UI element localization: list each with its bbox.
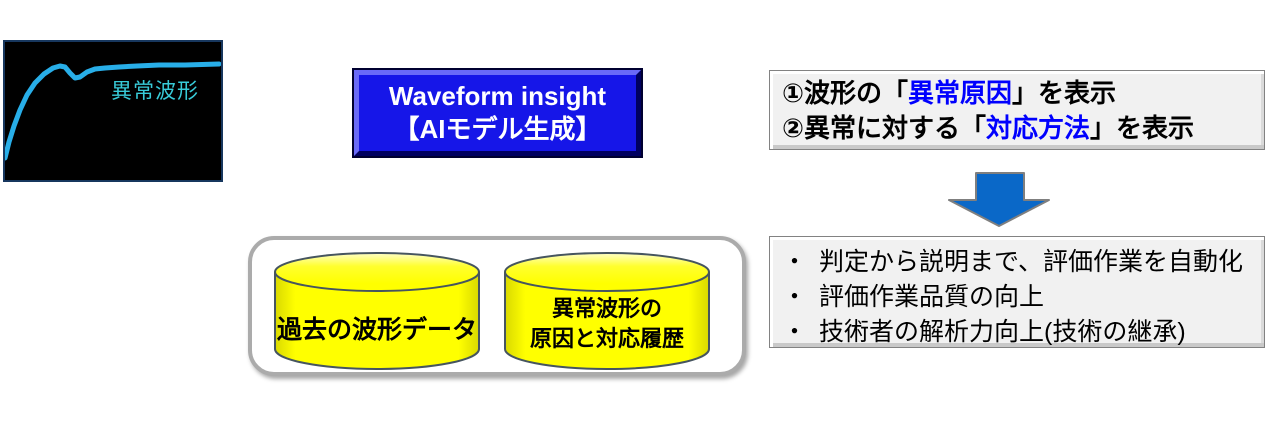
cylinder-body bbox=[274, 272, 480, 370]
waveform-panel: 異常波形 bbox=[3, 40, 223, 182]
output-description-box: ①波形の「異常原因」を表示 ②異常に対する「対応方法」を表示 bbox=[769, 70, 1265, 150]
bullet-icon: ・ bbox=[782, 318, 808, 346]
cylinder-top bbox=[274, 252, 480, 292]
output-line-2-pre: ②異常に対する「 bbox=[782, 113, 987, 143]
cylinder-causes-label-line1: 異常波形の bbox=[551, 296, 662, 321]
cylinder-shape bbox=[504, 252, 710, 370]
benefits-box: ・判定から説明まで、評価作業を自動化 ・評価作業品質の向上 ・技術者の解析力向上… bbox=[769, 236, 1265, 348]
ai-button-subtitle: 【AIモデル生成】 bbox=[393, 114, 602, 144]
waveform-curve bbox=[5, 61, 221, 161]
down-arrow bbox=[948, 172, 1050, 227]
ai-button-title: Waveform insight bbox=[388, 81, 607, 111]
cylinder-body bbox=[504, 272, 710, 370]
benefit-item-2: ・評価作業品質の向上 bbox=[782, 280, 1264, 315]
benefit-item-2-text: 評価作業品質の向上 bbox=[819, 283, 1045, 311]
waveform-label: 異常波形 bbox=[111, 80, 199, 103]
benefit-item-1-text: 判定から説明まで、評価作業を自動化 bbox=[819, 248, 1244, 276]
cylinder-causes-label-line2: 原因と対応履歴 bbox=[529, 326, 684, 351]
output-line-1-post: 」を表示 bbox=[1012, 78, 1117, 108]
cylinder-history-label: 過去の波形データ bbox=[276, 316, 477, 344]
output-line-2-highlight: 対応方法 bbox=[986, 113, 1091, 143]
cylinder-shape bbox=[274, 252, 480, 370]
cylinder-causes-label: 異常波形の 原因と対応履歴 bbox=[504, 294, 710, 354]
ai-model-button[interactable]: Waveform insight 【AIモデル生成】 bbox=[352, 68, 643, 158]
waveform-chart bbox=[5, 61, 221, 161]
output-line-1-pre: ①波形の「 bbox=[782, 78, 909, 108]
database-cylinder-history: 過去の波形データ bbox=[274, 252, 480, 370]
output-line-2-post: 」を表示 bbox=[1090, 113, 1195, 143]
benefit-item-1: ・判定から説明まで、評価作業を自動化 bbox=[782, 245, 1264, 280]
database-container: 過去の波形データ 異常波形の 原因と対応履歴 bbox=[248, 236, 746, 376]
benefit-item-3-text: 技術者の解析力向上(技術の継承) bbox=[819, 318, 1186, 346]
database-cylinder-causes: 異常波形の 原因と対応履歴 bbox=[504, 252, 710, 370]
output-line-2: ②異常に対する「対応方法」を表示 bbox=[782, 111, 1264, 146]
output-line-1: ①波形の「異常原因」を表示 bbox=[782, 76, 1264, 111]
cylinder-top bbox=[504, 252, 710, 292]
bullet-icon: ・ bbox=[782, 283, 808, 311]
output-line-1-highlight: 異常原因 bbox=[908, 78, 1013, 108]
benefit-item-3: ・技術者の解析力向上(技術の継承) bbox=[782, 315, 1264, 350]
bullet-icon: ・ bbox=[782, 248, 808, 276]
down-arrow-shape bbox=[948, 172, 1050, 227]
